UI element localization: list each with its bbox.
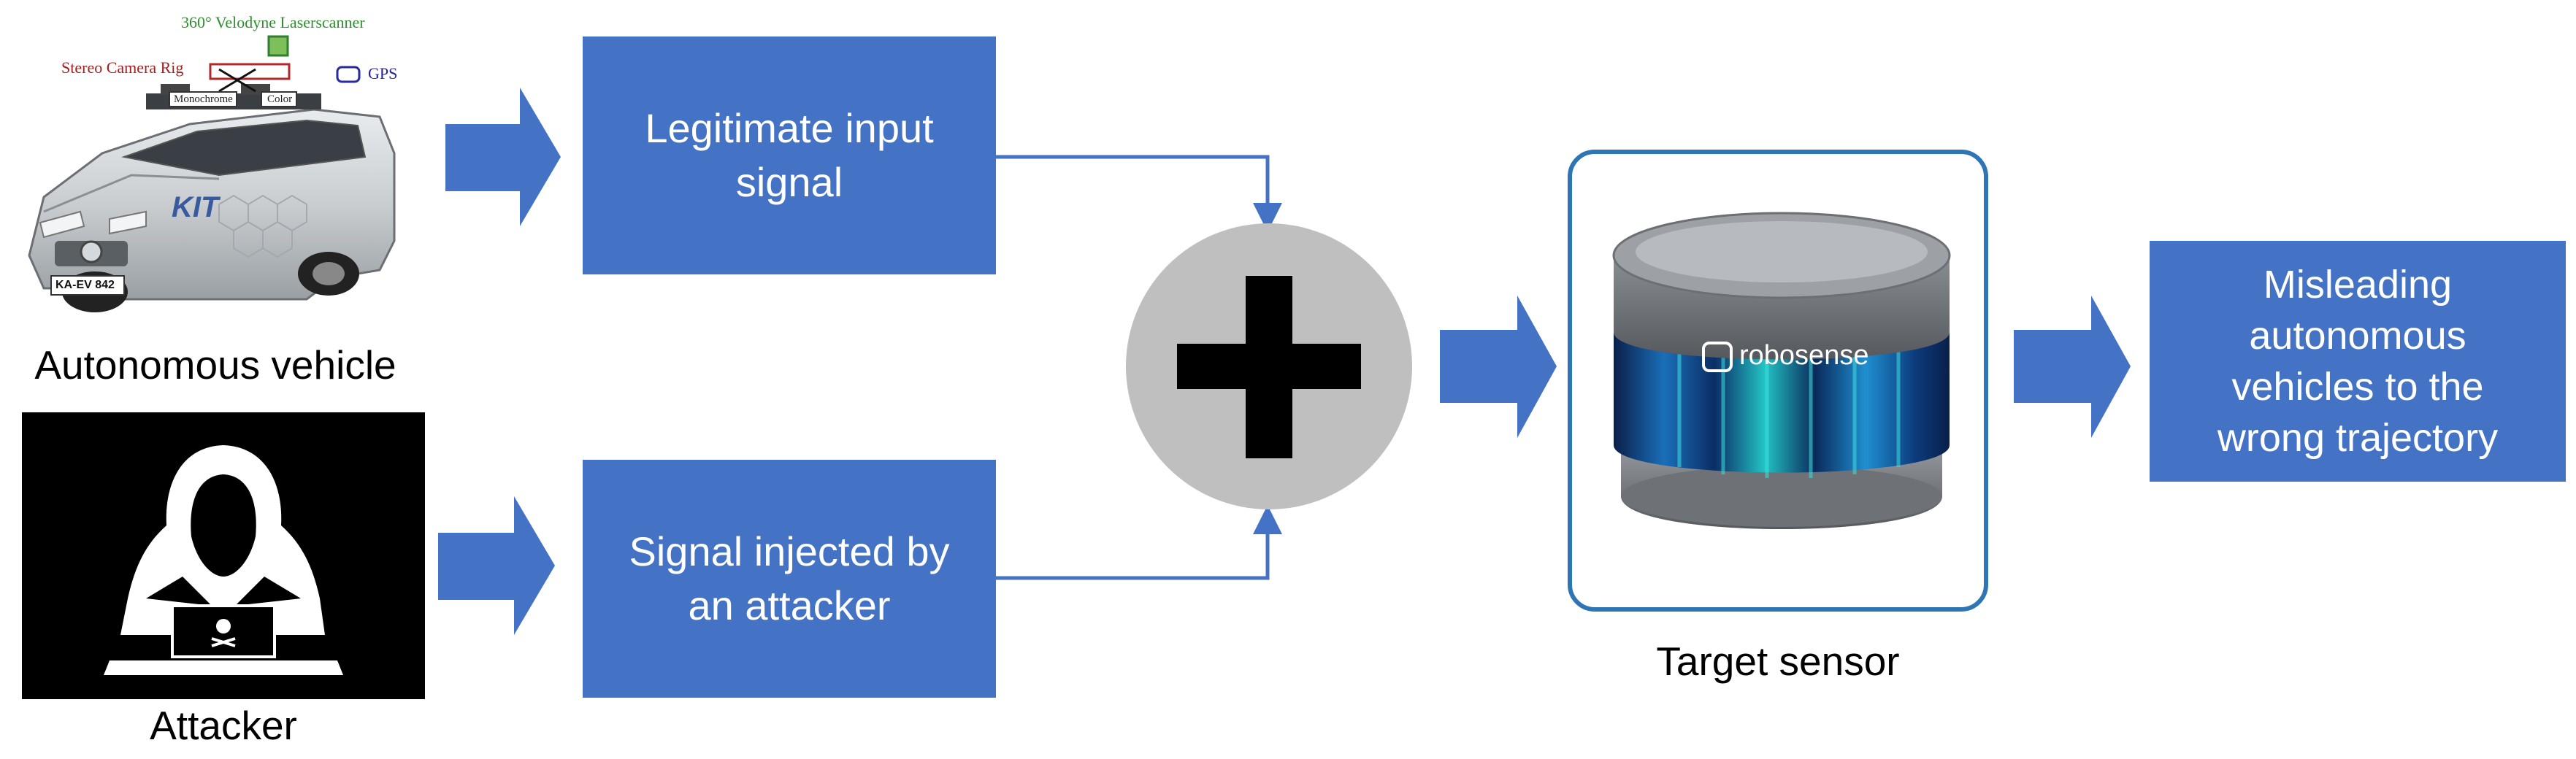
vehicle-plate-text: KA-EV 842: [55, 279, 115, 291]
injected-signal-box: Signal injected by an attacker: [583, 460, 996, 698]
output-box: Misleading autonomous vehicles to the wr…: [2150, 241, 2566, 482]
block-arrow-combined: [1440, 296, 1557, 438]
block-arrow-vehicle: [445, 88, 561, 226]
vehicle-image: [28, 35, 396, 312]
attacker-caption: Attacker: [150, 703, 297, 748]
block-arrow-sensor: [2014, 296, 2131, 438]
color-annotation: Color: [267, 93, 293, 105]
output-box-bg: [2150, 241, 2566, 482]
attacker-image: [22, 412, 425, 699]
connector-legitimate: [996, 155, 1282, 232]
vehicle-brand-text: KIT: [172, 191, 219, 223]
connector-injected: [996, 505, 1282, 580]
mono-annotation: Monochrome: [174, 93, 233, 105]
camera-rig-annotation: Stereo Camera Rig: [61, 58, 184, 77]
injected-line-2: an attacker: [688, 582, 891, 628]
legitimate-signal-box-bg: [583, 36, 996, 274]
legitimate-line-1: Legitimate input: [645, 105, 934, 152]
output-line-4: wrong trajectory: [2217, 416, 2499, 461]
legitimate-line-2: signal: [735, 159, 843, 205]
gps-annotation: GPS: [368, 64, 398, 82]
combine-plus-icon: [1126, 223, 1412, 509]
vehicle-caption: Autonomous vehicle: [34, 342, 396, 388]
sensor-brand-text: robosense: [1739, 340, 1869, 371]
injected-signal-box-bg: [583, 460, 996, 698]
block-arrow-attacker: [438, 496, 555, 635]
legitimate-signal-box: Legitimate input signal: [583, 36, 996, 274]
output-line-3: vehicles to the: [2231, 365, 2484, 409]
injected-line-1: Signal injected by: [629, 528, 950, 575]
lidar-sensor-image: [1612, 212, 1951, 529]
sensor-caption: Target sensor: [1656, 639, 1900, 684]
output-line-2: autonomous: [2249, 313, 2466, 358]
output-line-1: Misleading: [2263, 262, 2453, 307]
scanner-annotation: 360° Velodyne Laserscanner: [181, 13, 365, 31]
